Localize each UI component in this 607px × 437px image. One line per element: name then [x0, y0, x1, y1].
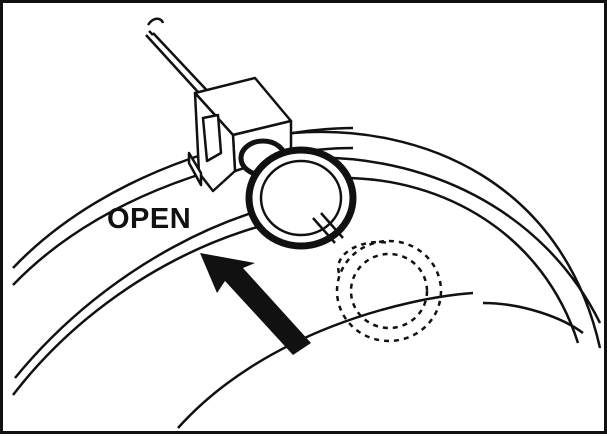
rim-right-arc-3: [342, 176, 580, 344]
latch-knob: [238, 138, 357, 250]
knob-ghost-position: [335, 239, 443, 343]
rim-bottom-arc-2: [482, 301, 584, 335]
rim-arcs: [12, 126, 602, 429]
latch-diagram: [12, 17, 602, 429]
direction-arrow: [200, 253, 311, 355]
rim-right-arc-2: [302, 156, 602, 324]
rim-bottom-arc: [177, 291, 474, 429]
open-label: OPEN: [107, 203, 192, 235]
